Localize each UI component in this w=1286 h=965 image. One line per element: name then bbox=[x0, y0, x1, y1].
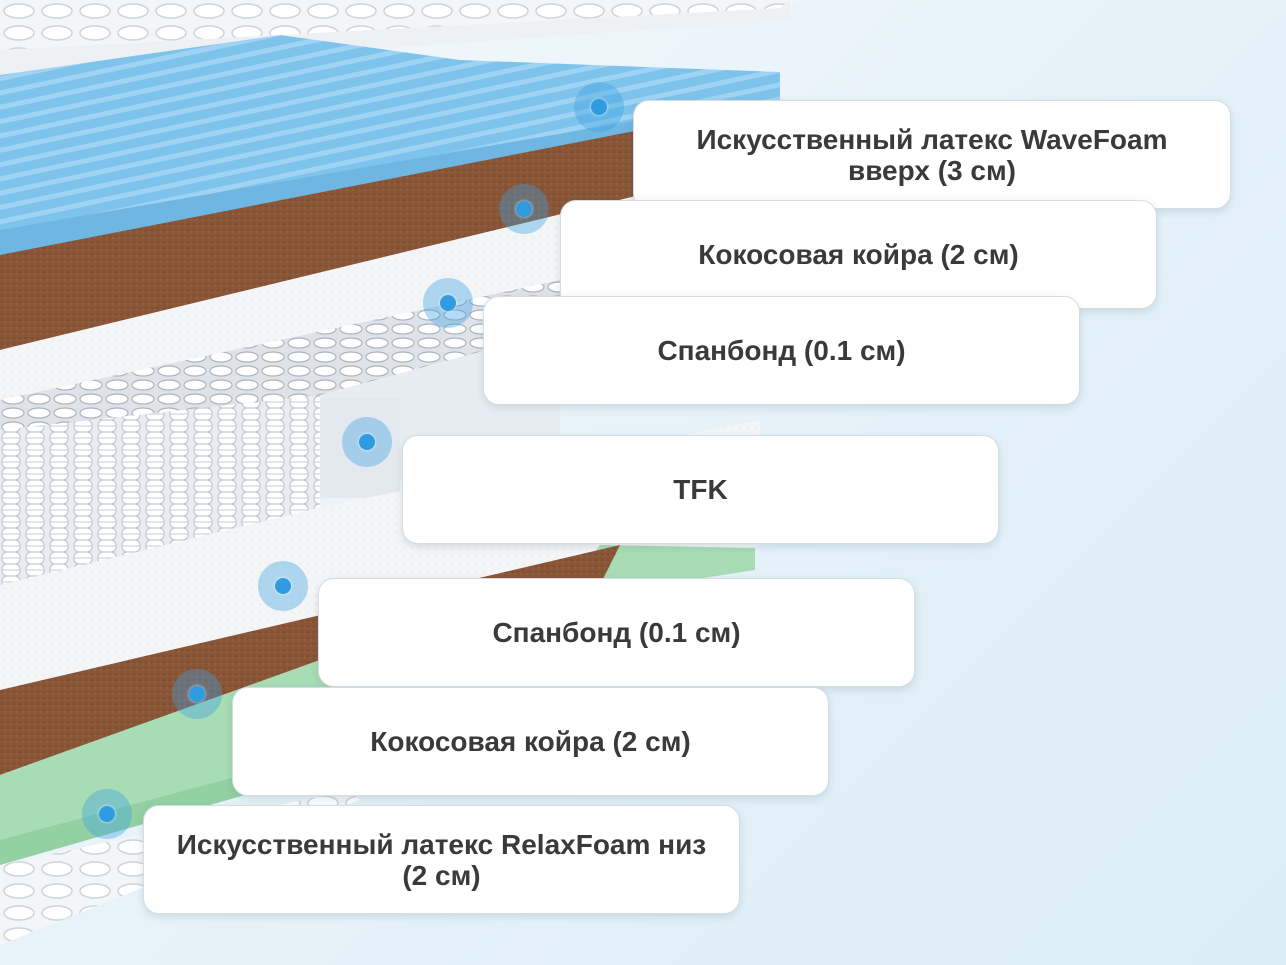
spunbond-top-layer bbox=[0, 195, 640, 415]
layer-marker-dot-icon[interactable] bbox=[499, 184, 549, 234]
layer-label-spunbond-top: Спанбонд (0.1 см) bbox=[483, 296, 1080, 405]
springs-side-face bbox=[0, 395, 320, 585]
layer-marker-dot-icon[interactable] bbox=[82, 789, 132, 839]
layer-label-relaxfoam: Искусственный латекс RelaxFoam низ (2 см… bbox=[143, 805, 740, 914]
layer-marker-dot-icon[interactable] bbox=[258, 561, 308, 611]
layer-marker-dot-icon[interactable] bbox=[342, 417, 392, 467]
layer-label-wavefoam: Искусственный латекс WaveFoam вверх (3 с… bbox=[633, 100, 1231, 209]
layer-label-coir-bottom: Кокосовая койра (2 см) bbox=[232, 687, 829, 796]
layer-marker-dot-icon[interactable] bbox=[423, 278, 473, 328]
coir-top-layer bbox=[0, 130, 640, 350]
layer-marker-dot-icon[interactable] bbox=[172, 669, 222, 719]
layer-label-tfk: TFK bbox=[402, 435, 999, 544]
layer-label-coir-top: Кокосовая койра (2 см) bbox=[560, 200, 1157, 309]
layer-label-spunbond-bottom: Спанбонд (0.1 см) bbox=[318, 578, 915, 687]
wavefoam-layer bbox=[0, 35, 780, 250]
layer-marker-dot-icon[interactable] bbox=[574, 82, 624, 132]
